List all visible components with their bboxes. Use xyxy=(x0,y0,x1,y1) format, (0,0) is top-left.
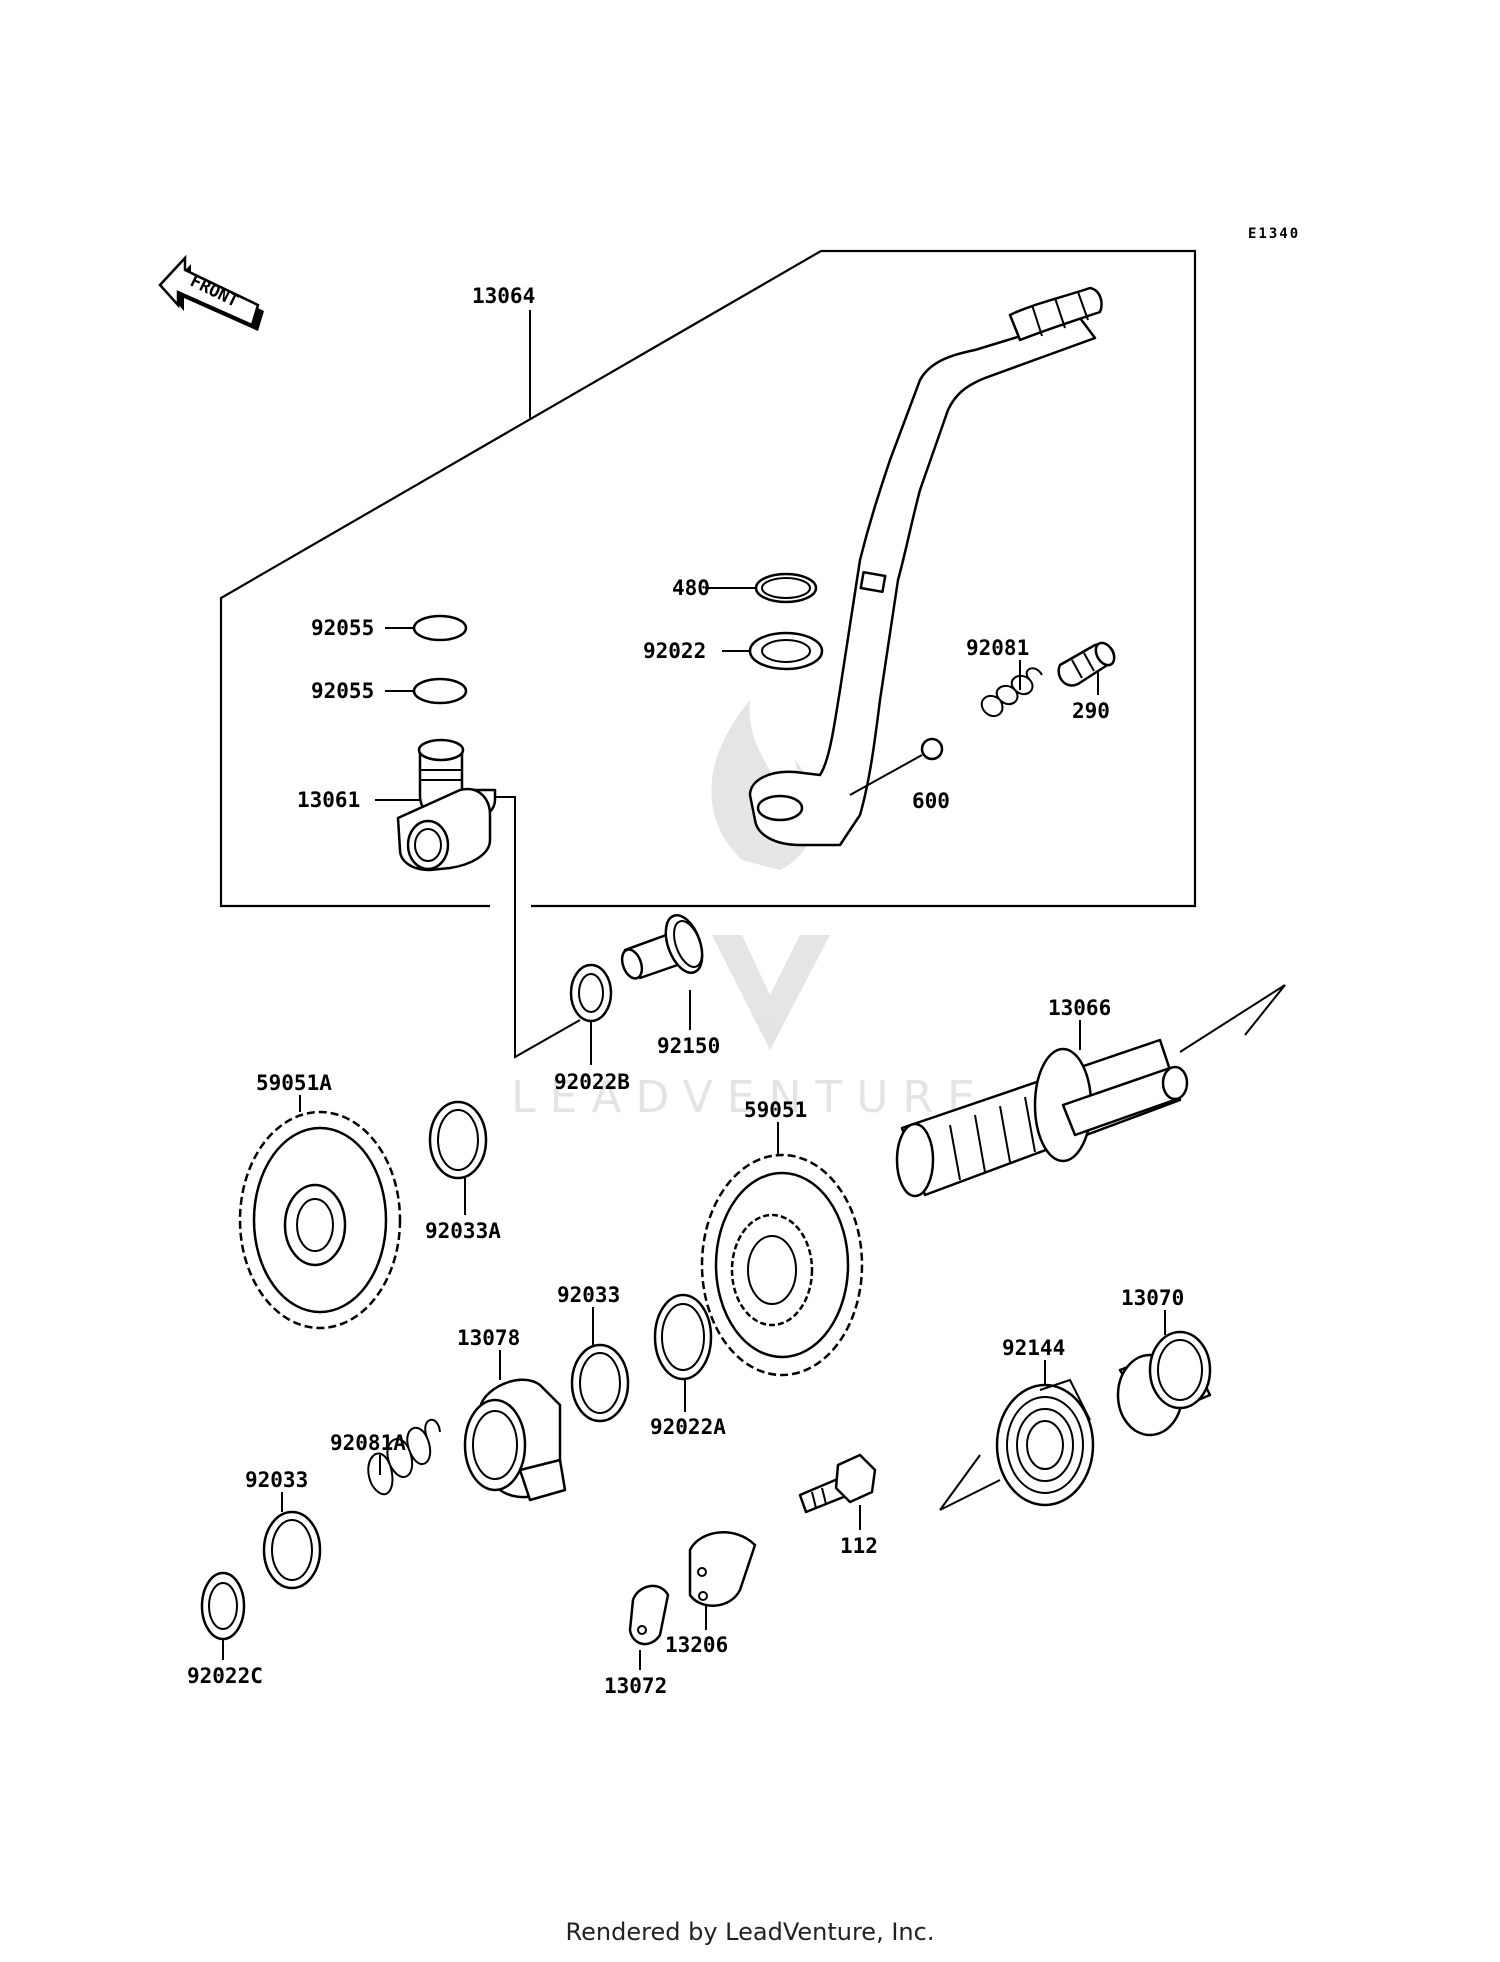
bolt-112 xyxy=(798,1453,877,1514)
part-labels: 13064 480 92022 92081 290 600 92055 9205… xyxy=(187,284,1184,1698)
label-92033A: 92033A xyxy=(425,1219,501,1243)
watermark: LEADVENTURE xyxy=(511,700,989,1123)
label-13064: 13064 xyxy=(472,284,535,308)
washer-92022A xyxy=(653,1293,713,1381)
label-92022A: 92022A xyxy=(650,1415,726,1439)
label-92022: 92022 xyxy=(643,639,706,663)
label-92022C: 92022C xyxy=(187,1664,263,1688)
kick-pedal-lever xyxy=(748,286,1103,847)
washer-92022 xyxy=(748,631,824,671)
leader-lines xyxy=(222,587,1166,1670)
washer-92022B xyxy=(569,963,613,1023)
shaft-13066 xyxy=(895,984,1286,1198)
label-92022B: 92022B xyxy=(554,1070,630,1094)
gear-59051 xyxy=(700,1153,864,1377)
diagram-code: E1340 xyxy=(1248,226,1300,242)
washer-92022C xyxy=(200,1571,246,1641)
label-600: 600 xyxy=(912,789,950,813)
label-59051A: 59051A xyxy=(256,1071,332,1095)
label-92033-lower: 92033 xyxy=(245,1468,308,1492)
watermark-text: LEADVENTURE xyxy=(511,1072,989,1123)
pin-290 xyxy=(1057,641,1116,687)
gear-59051A xyxy=(238,1110,402,1330)
label-13078: 13078 xyxy=(457,1326,520,1350)
label-13070: 13070 xyxy=(1121,1286,1184,1310)
ring-92033A xyxy=(428,1100,488,1180)
bolt-92150 xyxy=(620,914,704,980)
label-92055-top: 92055 xyxy=(311,616,374,640)
circlip-480 xyxy=(754,572,818,604)
label-13206: 13206 xyxy=(665,1633,728,1657)
label-92144: 92144 xyxy=(1002,1336,1065,1360)
boss-13061 xyxy=(396,738,497,872)
spring-92081 xyxy=(980,667,1043,718)
label-92081A: 92081A xyxy=(330,1431,406,1455)
label-13061: 13061 xyxy=(297,788,360,812)
o-ring-92055-bottom xyxy=(412,677,468,705)
guide-13206 xyxy=(688,1531,757,1607)
label-92055-bottom: 92055 xyxy=(311,679,374,703)
spring-92144 xyxy=(939,1378,1095,1511)
o-ring-92055-top xyxy=(412,614,468,642)
label-112: 112 xyxy=(840,1534,878,1558)
label-13072: 13072 xyxy=(604,1674,667,1698)
ball-600 xyxy=(920,737,944,761)
label-480: 480 xyxy=(672,576,710,600)
label-13066: 13066 xyxy=(1048,996,1111,1020)
footer-credit: Rendered by LeadVenture, Inc. xyxy=(565,1918,935,1946)
label-290: 290 xyxy=(1072,699,1110,723)
spring-92081A xyxy=(367,1418,441,1496)
label-92081: 92081 xyxy=(966,636,1029,660)
label-92033-middle: 92033 xyxy=(557,1283,620,1307)
label-59051: 59051 xyxy=(744,1098,807,1122)
ratchet-13078 xyxy=(463,1378,567,1502)
label-92150: 92150 xyxy=(657,1034,720,1058)
ring-92033-middle xyxy=(570,1343,630,1423)
pawl-13072 xyxy=(628,1584,670,1646)
assembly-frame xyxy=(531,249,1197,908)
bush-13070 xyxy=(1116,1330,1212,1437)
ring-92033-lower xyxy=(262,1510,322,1590)
front-arrow-icon: FRONT xyxy=(158,254,264,331)
